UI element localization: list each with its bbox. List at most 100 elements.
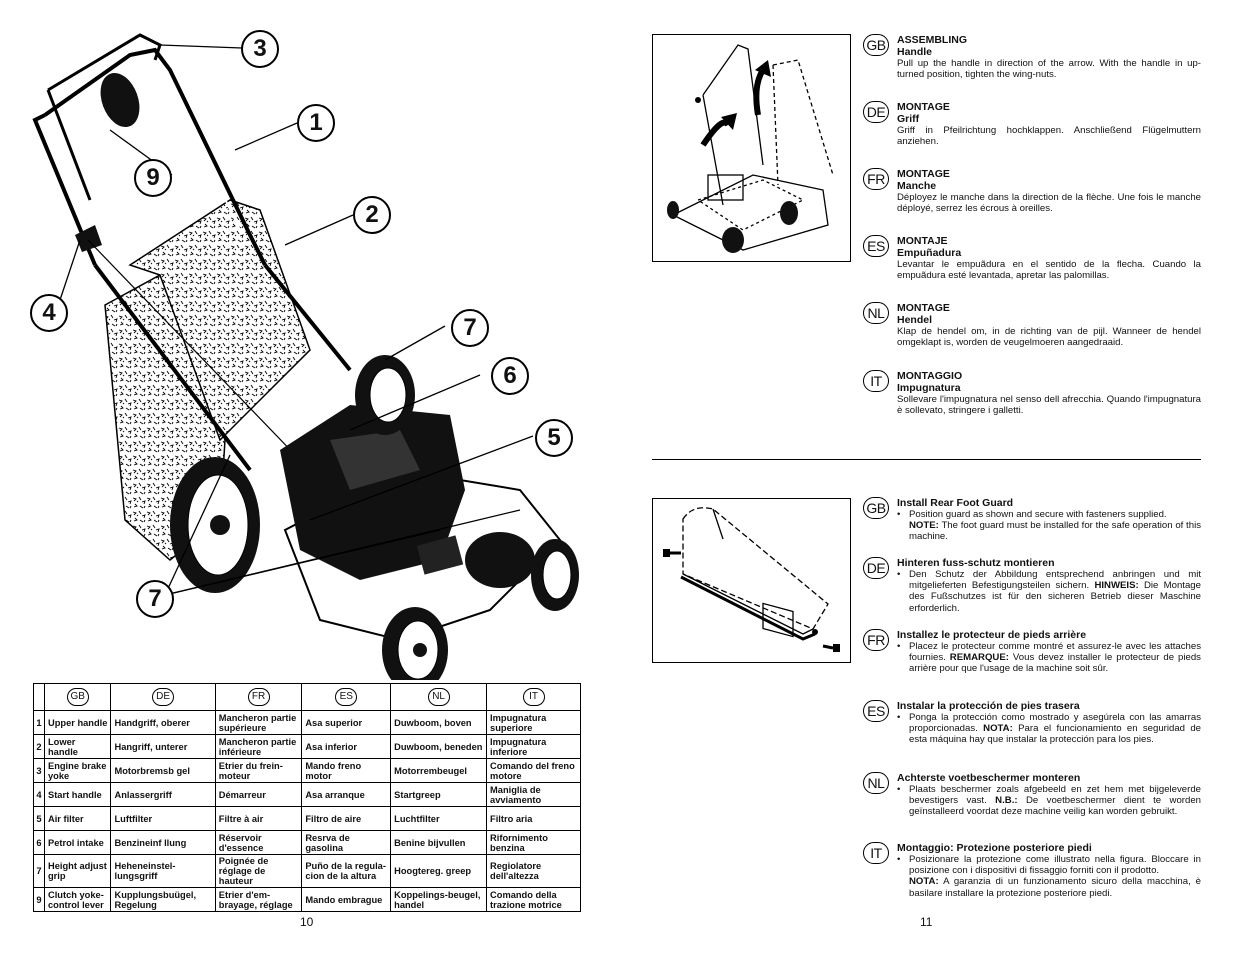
block-title: Hinteren fuss-schutz montieren xyxy=(897,557,1055,569)
clutch-lever xyxy=(100,72,140,128)
part-number: 4 xyxy=(33,782,45,807)
footguard-block-nl: NL Achterste voetbeschermer monteren •Pl… xyxy=(863,772,1201,818)
part-name-gb: Engine brake yoke xyxy=(43,758,112,783)
part-name-nl: Duwboom, boven xyxy=(390,710,488,735)
note-label: HINWEIS: xyxy=(1094,580,1139,592)
part-name-de: Heheneinstel-lungsgriff xyxy=(110,854,216,888)
part-name-nl: Startgreep xyxy=(390,782,488,807)
note-text: Vous devez installer le protecteur de pi… xyxy=(909,652,1201,675)
part-name-nl: Motorrembeugel xyxy=(390,758,488,783)
start-handle-shape xyxy=(75,225,102,252)
screw-icon-left xyxy=(663,549,681,557)
assembly-block-fr: FR MONTAGE Manche Déployez le manche dan… xyxy=(863,168,1201,214)
table-row: 7 Height adjust grip Heheneinstel-lungsg… xyxy=(33,854,581,888)
bullet-icon: • xyxy=(897,784,901,795)
note-text: A garanzia di un funzionamento sicuro de… xyxy=(909,876,1201,899)
bullet-icon: • xyxy=(897,854,901,865)
lang-badge: ES xyxy=(863,235,889,257)
part-name-it: Maniglia de avviamento xyxy=(486,782,581,807)
bullet-icon: • xyxy=(897,509,901,520)
block-title: ASSEMBLING xyxy=(897,34,968,46)
part-name-gb: Height adjust grip xyxy=(43,854,112,888)
part-name-es: Resrva de gasolina xyxy=(301,830,392,855)
part-name-de: Luftfilter xyxy=(110,806,216,831)
block-subtitle: Handle xyxy=(897,46,933,58)
section-divider xyxy=(652,459,1201,460)
part-name-gb: Air filter xyxy=(43,806,112,831)
lang-badge-fr: FR xyxy=(247,688,270,706)
block-body: Plaats beschermer zoals afgebeeld en zet… xyxy=(909,784,1201,807)
part-number: 3 xyxy=(33,758,45,783)
block-title: MONTAGE xyxy=(897,302,950,314)
block-body: Levantar le empuãdura en el sentido de l… xyxy=(897,259,1201,282)
lawn-mower-illustration xyxy=(32,33,579,680)
footguard-block-de: DE Hinteren fuss-schutz montieren •Den S… xyxy=(863,557,1201,614)
block-body: Posizionare la protezione come illustrat… xyxy=(909,854,1201,877)
block-body: Griff in Pfeilrichtung hochklappen. Ansc… xyxy=(897,125,1201,148)
front-right-wheel xyxy=(531,539,579,611)
handle-assembly-figure xyxy=(652,34,851,262)
block-body: Pull up the handle in direction of the a… xyxy=(897,58,1201,81)
block-subtitle: Empuñadura xyxy=(897,247,962,259)
part-name-it: Filtro aria xyxy=(486,806,581,831)
lang-badge: NL xyxy=(863,302,889,324)
screw-icon-right xyxy=(812,629,840,652)
assembly-block-nl: NL MONTAGE Hendel Klap de hendel om, in … xyxy=(863,302,1201,348)
block-subtitle: Griff xyxy=(897,113,920,125)
note-label: REMARQUE: xyxy=(949,652,1009,664)
part-name-nl: Luchtfilter xyxy=(390,806,488,831)
note-label: NOTA: xyxy=(909,876,939,888)
note-text: The foot guard must be installed for the… xyxy=(909,520,1201,543)
part-number: 2 xyxy=(33,734,45,759)
table-row: 3 Engine brake yoke Motorbremsb gel Etri… xyxy=(33,758,581,783)
lang-badge: GB xyxy=(863,34,889,56)
footguard-block-fr: FR Installez le protecteur de pieds arri… xyxy=(863,629,1201,675)
part-name-fr: Mancheron partie inférieure xyxy=(214,734,303,759)
part-name-es: Mando freno motor xyxy=(301,758,392,783)
page-number-left: 10 xyxy=(300,915,314,929)
part-name-it: Impugnatura superiore xyxy=(486,710,581,735)
lang-badge: IT xyxy=(863,842,889,864)
part-name-de: Benzineinf llung xyxy=(110,830,216,855)
part-name-de: Anlassergriff xyxy=(110,782,216,807)
block-title: Instalar la protección de pies trasera xyxy=(897,700,1080,712)
part-name-gb: Lower handle xyxy=(43,734,112,759)
header-num xyxy=(33,683,45,711)
part-name-fr: Mancheron partie supérieure xyxy=(214,710,303,735)
part-name-gb: Petrol intake xyxy=(43,830,112,855)
block-subtitle: Hendel xyxy=(897,314,933,326)
block-title: Montaggio: Protezione posteriore piedi xyxy=(897,842,1092,854)
lang-badge: GB xyxy=(863,497,889,519)
part-name-it: Comando della trazione motrice xyxy=(486,887,581,912)
part-name-de: Handgriff, oberer xyxy=(110,710,216,735)
callout-5: 5 xyxy=(535,419,573,457)
part-name-gb: Clutch yoke-control lever xyxy=(43,887,112,912)
engine-block xyxy=(280,405,465,580)
bullet-icon: • xyxy=(897,641,901,652)
part-number: 5 xyxy=(33,806,45,831)
table-row: 2 Lower handle Hangriff, unterer Mancher… xyxy=(33,734,581,759)
lang-badge: IT xyxy=(863,370,889,392)
part-name-it: Impugnatura inferiore xyxy=(486,734,581,759)
front-left-wheel xyxy=(382,607,448,680)
footguard-block-it: IT Montaggio: Protezione posteriore pied… xyxy=(863,842,1201,899)
part-name-fr: Etrier du frein-moteur xyxy=(214,758,303,783)
lower-handle xyxy=(93,263,352,472)
lang-badge: FR xyxy=(863,629,889,651)
bullet-icon: • xyxy=(897,569,901,580)
brake-yoke xyxy=(46,33,162,201)
lang-badge: FR xyxy=(863,168,889,190)
rear-left-wheel xyxy=(170,457,260,593)
lang-badge-gb: GB xyxy=(66,688,89,706)
block-title: MONTAJE xyxy=(897,235,948,247)
block-subtitle: Manche xyxy=(897,180,937,192)
block-title: Installez le protecteur de pieds arrière xyxy=(897,629,1087,641)
callout-4: 4 xyxy=(30,294,68,332)
assembly-block-gb: GB ASSEMBLING Handle Pull up the handle … xyxy=(863,34,1201,80)
block-title: Install Rear Foot Guard xyxy=(897,497,1014,509)
lang-badge: DE xyxy=(863,557,889,579)
part-name-es: Mando embrague xyxy=(301,887,392,912)
assembly-block-es: ES MONTAJE Empuñadura Levantar le empuãd… xyxy=(863,235,1201,281)
part-name-it: Rifornimento benzina xyxy=(486,830,581,855)
part-name-fr: Poignée de réglage de hauteur xyxy=(214,854,303,888)
